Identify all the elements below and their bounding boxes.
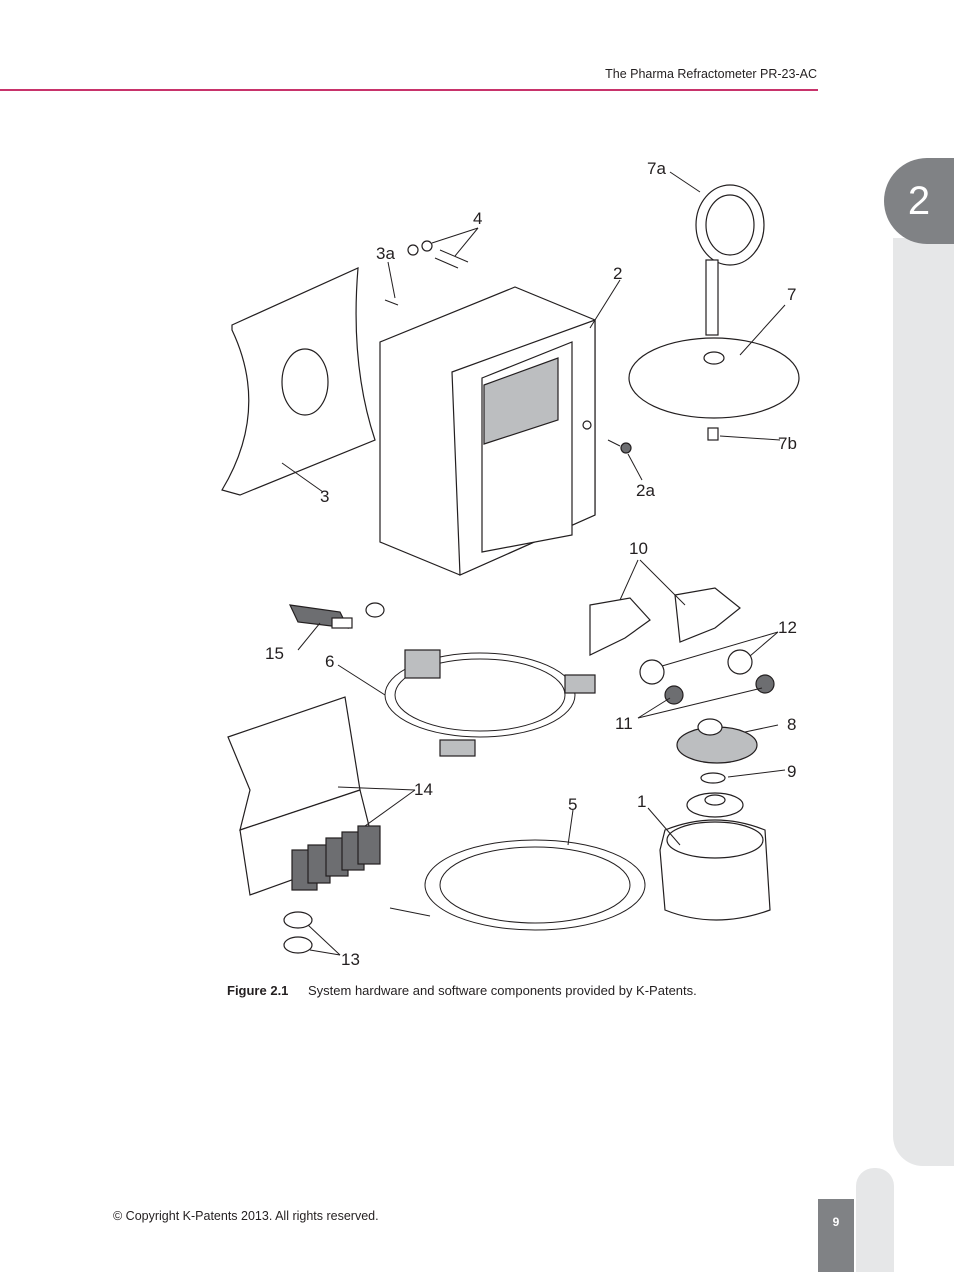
side-strip xyxy=(893,238,954,1166)
callout-12: 12 xyxy=(778,618,797,637)
chapter-tab: 2 xyxy=(884,158,954,244)
usb-stick xyxy=(288,602,385,629)
callout-13: 13 xyxy=(341,950,360,969)
page-number: 9 xyxy=(818,1199,854,1272)
callout-4: 4 xyxy=(473,209,482,228)
callout-6: 6 xyxy=(325,652,334,671)
running-header: The Pharma Refractometer PR-23-AC xyxy=(605,67,817,81)
callout-7: 7 xyxy=(787,285,796,304)
callout-7b: 7b xyxy=(778,434,797,453)
callout-15: 15 xyxy=(265,644,284,663)
network-cable xyxy=(384,649,596,757)
callout-7a: 7a xyxy=(647,159,666,178)
callout-2a: 2a xyxy=(636,481,655,500)
clamps-10 xyxy=(589,587,741,656)
caps-13 xyxy=(283,911,313,954)
footer-copyright: © Copyright K-Patents 2013. All rights r… xyxy=(113,1209,379,1223)
callout-11: 11 xyxy=(615,714,633,733)
caption-text: System hardware and software components … xyxy=(308,983,697,998)
pipe-clamp-7a xyxy=(695,184,765,336)
mounting-plate xyxy=(221,267,376,496)
documentation-14 xyxy=(227,696,376,896)
page-tab-light xyxy=(856,1168,894,1272)
sample-plate-7 xyxy=(628,337,800,419)
sensor-1 xyxy=(659,792,771,921)
key-2a xyxy=(607,439,632,454)
callout-9: 9 xyxy=(787,762,796,781)
caption-label: Figure 2.1 xyxy=(227,983,289,998)
cover-8 xyxy=(676,718,758,764)
callout-10: 10 xyxy=(629,539,648,558)
callouts: 7a 4 3a 2 7 7b 2a 3 10 12 15 6 11 8 9 14… xyxy=(265,159,797,969)
o-ring-9 xyxy=(700,772,726,784)
callout-5: 5 xyxy=(568,795,577,814)
enclosure-box xyxy=(379,286,596,576)
callout-8: 8 xyxy=(787,715,796,734)
bolt-7b xyxy=(707,427,719,441)
screw-3a xyxy=(384,299,399,306)
leader-lines xyxy=(281,171,786,956)
callout-14: 14 xyxy=(414,780,433,799)
callout-2: 2 xyxy=(613,264,622,283)
callout-3a: 3a xyxy=(376,244,395,263)
figure-exploded-view: 7a 4 3a 2 7 7b 2a 3 10 12 15 6 11 8 9 14… xyxy=(210,150,810,975)
parts-12-11 xyxy=(639,649,775,705)
bottles-14 xyxy=(291,825,381,891)
sensor-cable xyxy=(389,839,646,931)
header-rule xyxy=(0,89,818,91)
screws-4 xyxy=(407,240,469,269)
callout-3: 3 xyxy=(320,487,329,506)
figure-caption: Figure 2.1 System hardware and software c… xyxy=(227,983,697,998)
callout-1: 1 xyxy=(637,792,646,811)
